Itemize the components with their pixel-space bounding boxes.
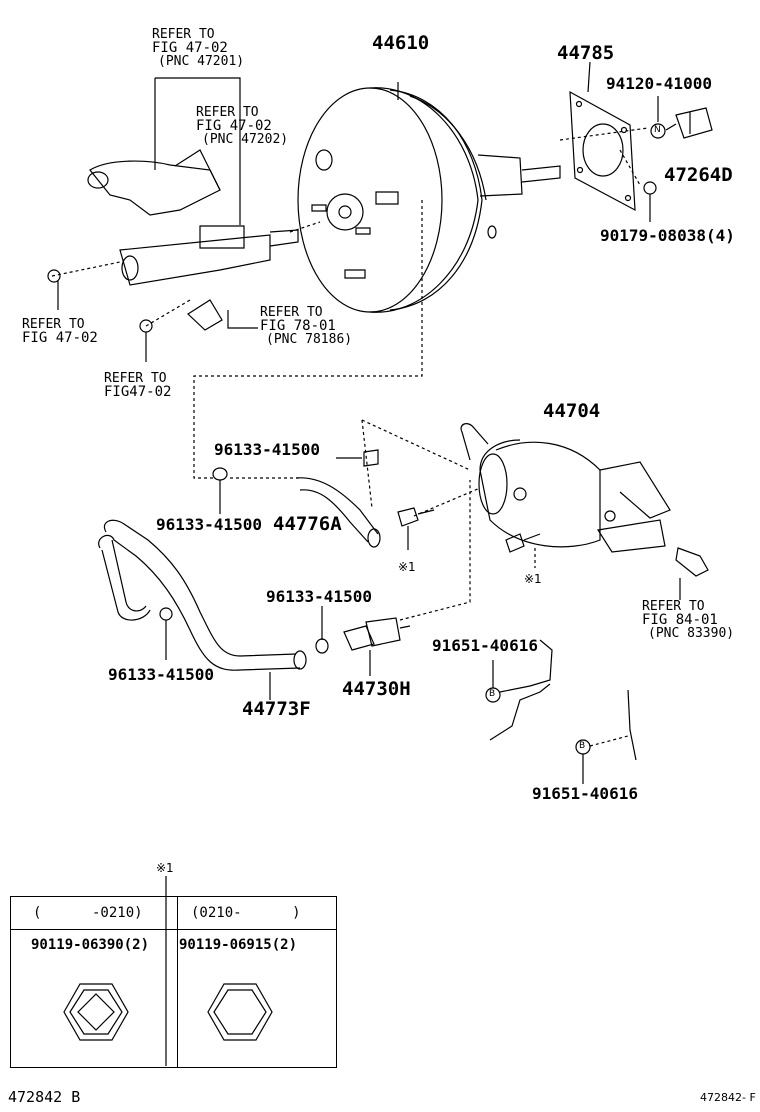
label-91651-40616-a: 91651-40616 (432, 636, 538, 655)
label-44704: 44704 (543, 400, 601, 422)
label-47264d: 47264D (664, 164, 733, 186)
label-91651-40616-b: 91651-40616 (532, 784, 638, 803)
marker-b-2: B (579, 741, 586, 751)
label-44610: 44610 (372, 32, 430, 54)
label-96133-41500-b: 96133-41500 (156, 515, 262, 534)
label-96133-41500-c: 96133-41500 (266, 587, 372, 606)
gasket-drawing (570, 92, 635, 210)
table-col1-header: ( -0210) (33, 905, 143, 921)
label-90179-08038: 90179-08038(4) (600, 226, 735, 245)
table-col2-part: 90119-06915(2) (179, 937, 298, 953)
table-divider (177, 897, 178, 1067)
label-96133-41500-a: 96133-41500 (214, 440, 320, 459)
note-star1-c: ※1 (156, 861, 174, 875)
table-col2-header: (0210- ) (191, 905, 301, 921)
note-star1-b: ※1 (524, 572, 542, 586)
label-94120-41000: 94120-41000 (606, 74, 712, 93)
note-star1-a: ※1 (398, 560, 416, 574)
label-44730h: 44730H (342, 678, 411, 700)
label-44785: 44785 (557, 42, 615, 64)
marker-n: N (654, 125, 661, 135)
footer-code-right: 472842- F (700, 1091, 756, 1104)
hose-44776a-drawing (296, 478, 380, 547)
master-cylinder-drawing (88, 150, 298, 330)
variant-table: ( -0210) (0210- ) 90119-06390(2) 90119-0… (10, 896, 337, 1068)
brake-booster-drawing (298, 88, 560, 312)
footer-code-left: 472842 B (8, 1088, 81, 1106)
label-96133-41500-d: 96133-41500 (108, 665, 214, 684)
label-44776a: 44776A (273, 513, 342, 535)
marker-b-1: B (489, 689, 496, 699)
table-header-row (11, 897, 336, 930)
clevis-drawing (676, 108, 712, 138)
label-44773f: 44773F (242, 698, 311, 720)
vacuum-tank-drawing (461, 424, 670, 552)
hose-44773f-drawing (99, 520, 306, 670)
table-col1-part: 90119-06390(2) (31, 937, 150, 953)
union-44730h-drawing (344, 618, 410, 650)
